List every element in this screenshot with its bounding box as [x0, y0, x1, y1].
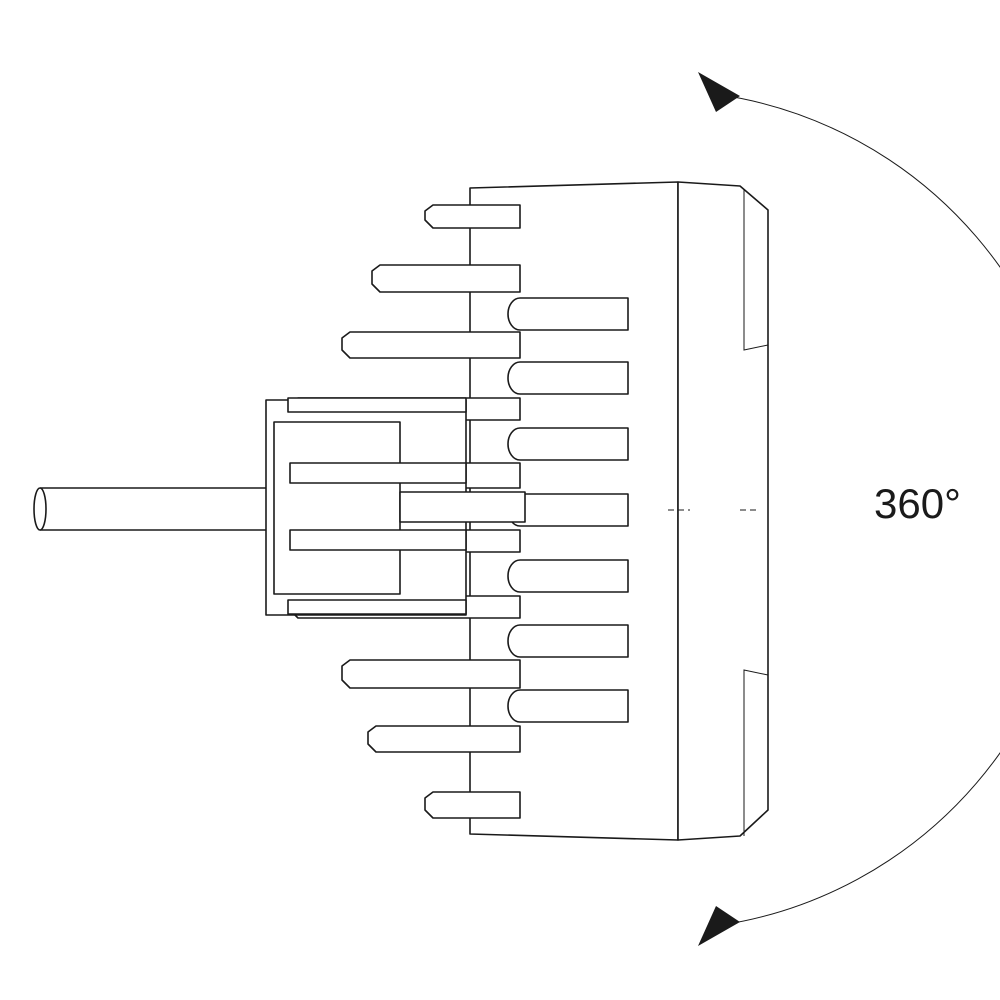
long-fin: [424, 791, 521, 819]
short-fin: [507, 624, 629, 658]
long-fin: [341, 659, 521, 689]
short-fin: [507, 427, 629, 461]
long-fin: [341, 331, 521, 359]
long-fin: [367, 725, 521, 753]
rotation-label: 360°: [874, 480, 961, 527]
short-fin: [507, 297, 629, 331]
arrowhead-bottom: [698, 906, 740, 946]
long-fin: [371, 264, 521, 293]
rotation-arc: [721, 94, 1000, 926]
lamp-body: [668, 181, 769, 841]
short-fin: [507, 689, 629, 723]
short-fin: [507, 493, 629, 527]
connector-housing: [265, 397, 526, 616]
arrowhead-top: [698, 72, 740, 112]
short-fin: [507, 361, 629, 395]
short-fin: [507, 559, 629, 593]
long-fin: [424, 204, 521, 229]
cable: [33, 487, 273, 531]
